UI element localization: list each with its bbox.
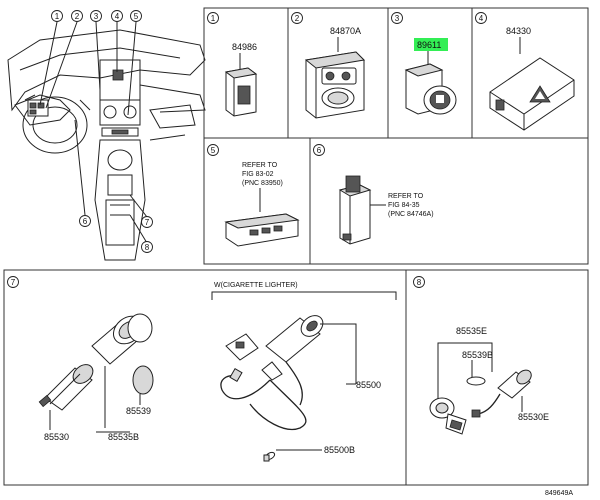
svg-text:3: 3	[395, 14, 400, 23]
diagram-code: 849649A	[545, 490, 573, 497]
svg-text:REFER TO: REFER TO	[242, 162, 278, 169]
panel-1: 1 84986	[207, 12, 258, 117]
part-number-85535B: 85535B	[108, 432, 139, 442]
callout-7: 7	[141, 216, 153, 228]
part-number-85539: 85539	[126, 406, 151, 416]
svg-text:1: 1	[55, 12, 60, 21]
callout-4: 4	[111, 10, 123, 22]
panel-3: 3 89611	[391, 12, 457, 115]
part-number-89611: 89611	[417, 40, 441, 50]
svg-text:(PNC 83950): (PNC 83950)	[242, 180, 283, 187]
part-number-85535E: 85535E	[456, 326, 487, 336]
part-number-84986: 84986	[232, 42, 257, 52]
panel-8: 8 85535E 85539B 85530E	[413, 276, 549, 435]
switch-84986	[224, 67, 258, 117]
svg-text:2: 2	[75, 12, 80, 21]
callout-5: 5	[130, 10, 142, 22]
svg-text:2: 2	[295, 14, 300, 23]
svg-text:4: 4	[115, 12, 120, 21]
panel-2: 2 84870A	[291, 12, 366, 119]
svg-text:4: 4	[479, 14, 484, 23]
callout-8: 8	[141, 241, 153, 253]
group-label: W(CIGARETTE LIGHTER)	[214, 282, 298, 289]
svg-text:3: 3	[94, 12, 99, 21]
panel-6: 6 REFER TO FIG 84-35 (PNC 84746A)	[313, 144, 434, 245]
middle-row-frame	[203, 137, 589, 265]
part-number-85530: 85530	[44, 432, 69, 442]
part-number-85530E: 85530E	[518, 412, 549, 422]
svg-text:REFER TO: REFER TO	[388, 193, 424, 200]
lighter-assembly-85500	[220, 315, 324, 430]
callout-3: 3	[90, 10, 102, 22]
panel-5: 5 REFER TO FIG 83-02 (PNC 83950)	[207, 144, 300, 247]
svg-text:7: 7	[11, 278, 16, 287]
part-number-85500B: 85500B	[324, 445, 355, 455]
svg-text:(PNC 84746A): (PNC 84746A)	[388, 211, 434, 218]
socket-85530E	[471, 369, 532, 418]
bezel-85535E	[429, 397, 467, 435]
cap-85539	[132, 365, 154, 395]
callout-1: 1	[51, 10, 63, 22]
cap-85539B	[466, 376, 486, 386]
svg-text:6: 6	[317, 146, 322, 155]
mirror-switch-84870A	[304, 51, 366, 119]
switch-84746A	[338, 175, 372, 245]
bottom-row-frame	[3, 269, 589, 486]
svg-text:5: 5	[211, 146, 216, 155]
svg-text:FIG 83-02: FIG 83-02	[242, 171, 274, 178]
svg-text:5: 5	[134, 12, 139, 21]
part-number-85500: 85500	[356, 380, 381, 390]
part-highlight	[414, 38, 448, 51]
push-switch-89611	[404, 63, 457, 115]
svg-text:6: 6	[83, 217, 88, 226]
svg-text:1: 1	[211, 14, 216, 23]
callout-2: 2	[71, 10, 83, 22]
socket-85530	[38, 364, 94, 411]
svg-text:8: 8	[417, 278, 422, 287]
bezel-85535B	[91, 313, 153, 365]
svg-text:FIG 84-35: FIG 84-35	[388, 202, 420, 209]
part-number-84330: 84330	[506, 26, 531, 36]
panel-4: 4 84330	[475, 12, 575, 131]
part-number-84870A: 84870A	[330, 26, 361, 36]
dashboard-overview: 1 2 3 4 5 6 7 8	[7, 10, 206, 261]
svg-text:7: 7	[145, 218, 150, 227]
hazard-switch-84330	[489, 57, 575, 131]
svg-text:8: 8	[145, 243, 150, 252]
part-number-85539B: 85539B	[462, 350, 493, 360]
callout-6: 6	[79, 215, 91, 227]
switch-panel-83950	[224, 213, 300, 247]
panel-7: 7 W(CIGARETTE LIGHTER) 85530 85535B 8553…	[7, 276, 397, 462]
bulb-85500B	[263, 451, 276, 462]
